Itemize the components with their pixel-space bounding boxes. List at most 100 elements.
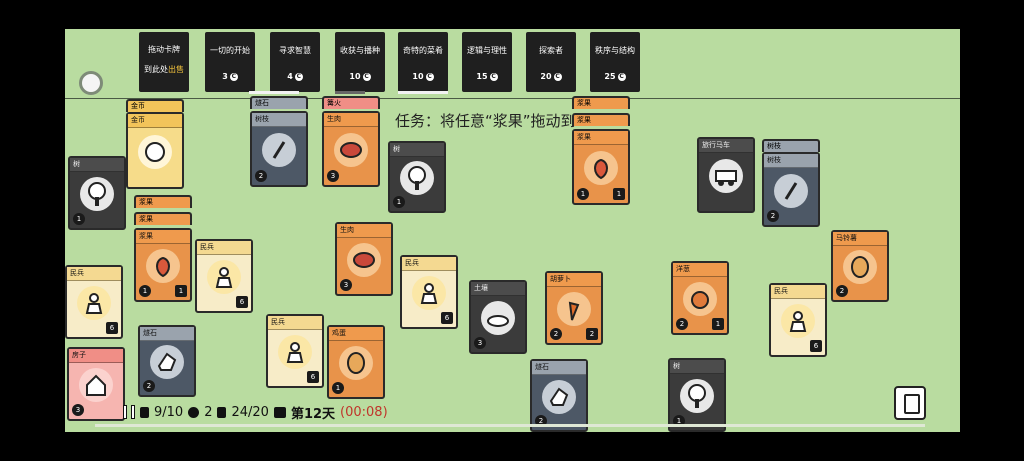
card-count: 6: [236, 296, 248, 308]
card-militia[interactable]: 民兵 6: [65, 265, 123, 339]
card-raw-meat[interactable]: 生肉 3: [335, 222, 393, 296]
card-count: 1: [613, 188, 625, 200]
card-count: 2: [143, 380, 155, 392]
card-count: 2: [836, 285, 848, 297]
berry-icon: [146, 249, 180, 284]
militia-icon: [77, 286, 111, 321]
card-militia[interactable]: 民兵 6: [769, 283, 827, 357]
card-tree[interactable]: 树 1: [668, 358, 726, 432]
card-count: 2: [550, 328, 562, 340]
stick-icon: [774, 173, 808, 208]
card-label: 浆果: [136, 230, 190, 244]
card-soil[interactable]: 土壤 3: [469, 280, 527, 354]
card-flint-stack[interactable]: 燧石: [250, 96, 308, 109]
card-label: 民兵: [771, 285, 825, 299]
card-count: 2: [767, 210, 779, 222]
card-label: 洋葱: [673, 263, 727, 277]
day-progress: [95, 424, 925, 427]
card-tree[interactable]: 树 1: [388, 141, 446, 213]
card-label: 马铃薯: [833, 232, 887, 246]
tree-icon: [80, 177, 114, 212]
militia-icon: [412, 276, 446, 311]
card-label: 浆果: [574, 131, 628, 145]
pack-title: 一切的开始: [210, 46, 250, 55]
card-berry-stack[interactable]: 浆果: [572, 113, 630, 126]
card-label: 民兵: [402, 257, 456, 271]
card-label: 民兵: [268, 316, 322, 330]
card-berry-stack[interactable]: 浆果: [134, 212, 192, 225]
house-icon: [79, 368, 113, 403]
sell-slot[interactable]: 拖动卡牌 到此处出售: [139, 32, 189, 92]
coin-value: 2: [204, 404, 213, 420]
card-count: 1: [139, 285, 151, 297]
pack-title: 奇特的菜肴: [403, 46, 443, 55]
card-militia[interactable]: 民兵 6: [195, 239, 253, 313]
card-militia[interactable]: 民兵 6: [400, 255, 458, 329]
pack-title: 秩序与结构: [595, 46, 635, 55]
card-label: 生肉: [324, 113, 378, 127]
pause-icon[interactable]: [123, 405, 135, 419]
card-berry[interactable]: 浆果 1 1: [572, 129, 630, 205]
card-stick[interactable]: 树枝 2: [762, 152, 820, 227]
card-caravan[interactable]: 旅行马车: [697, 137, 755, 213]
potato-icon: [339, 346, 373, 381]
card-egg[interactable]: 鸡蛋 1: [327, 325, 385, 399]
card-count: 3: [474, 337, 486, 349]
card-label: 房子: [69, 349, 123, 363]
flint-icon: [542, 379, 576, 414]
card-berry-stack[interactable]: 浆果: [572, 96, 630, 109]
card-count: 2: [676, 318, 688, 330]
pack-title: 逻辑与理性: [467, 46, 507, 55]
card-count: 6: [441, 312, 453, 324]
pack-indicator: [249, 91, 299, 94]
card-carrot[interactable]: 胡萝卜 2 2: [545, 271, 603, 345]
card-house[interactable]: 房子 3: [67, 347, 125, 421]
coin-icon: [188, 406, 200, 418]
flint-icon: [150, 345, 184, 380]
card-label: 胡萝卜: [547, 273, 601, 287]
militia-icon: [207, 260, 241, 295]
card-label: 民兵: [67, 267, 121, 281]
menu-button[interactable]: [79, 71, 103, 95]
card-label: 树: [390, 143, 444, 157]
card-stick-stack[interactable]: 树枝: [762, 139, 820, 152]
card-label: 金币: [128, 114, 182, 128]
card-count: 1: [175, 285, 187, 297]
card-count: 6: [106, 322, 118, 334]
card-berry[interactable]: 浆果 1 1: [134, 228, 192, 302]
card-potato[interactable]: 马铃薯 2: [831, 230, 889, 302]
card-book-icon[interactable]: [894, 386, 926, 420]
pack-title: 探索者: [539, 46, 563, 55]
card-flint[interactable]: 燧石 2: [138, 325, 196, 397]
card-onion[interactable]: 洋葱 2 1: [671, 261, 729, 335]
card-count-icon: [140, 406, 149, 418]
card-label: 树枝: [252, 113, 306, 127]
card-gold[interactable]: 金币: [126, 112, 184, 189]
card-label: 燧石: [532, 361, 586, 375]
card-campfire-stack[interactable]: 篝火: [322, 96, 380, 109]
card-flint[interactable]: 燧石 2: [530, 359, 588, 432]
carrot-icon: [557, 292, 591, 327]
card-stick[interactable]: 树枝 2: [250, 111, 308, 187]
sell-slot-subtitle: 到此处出售: [144, 65, 184, 74]
tree-icon: [680, 379, 714, 414]
stick-icon: [262, 133, 296, 168]
card-gold-stack[interactable]: 金币: [126, 99, 184, 112]
card-berry-stack[interactable]: 浆果: [134, 195, 192, 208]
card-raw-meat[interactable]: 生肉 3: [322, 111, 380, 187]
card-tree[interactable]: 树 1: [68, 156, 126, 230]
berry-icon: [584, 151, 618, 186]
card-militia[interactable]: 民兵 6: [266, 314, 324, 388]
status-bar: 9/10 2 24/20 第12天 (00:08): [123, 403, 388, 422]
